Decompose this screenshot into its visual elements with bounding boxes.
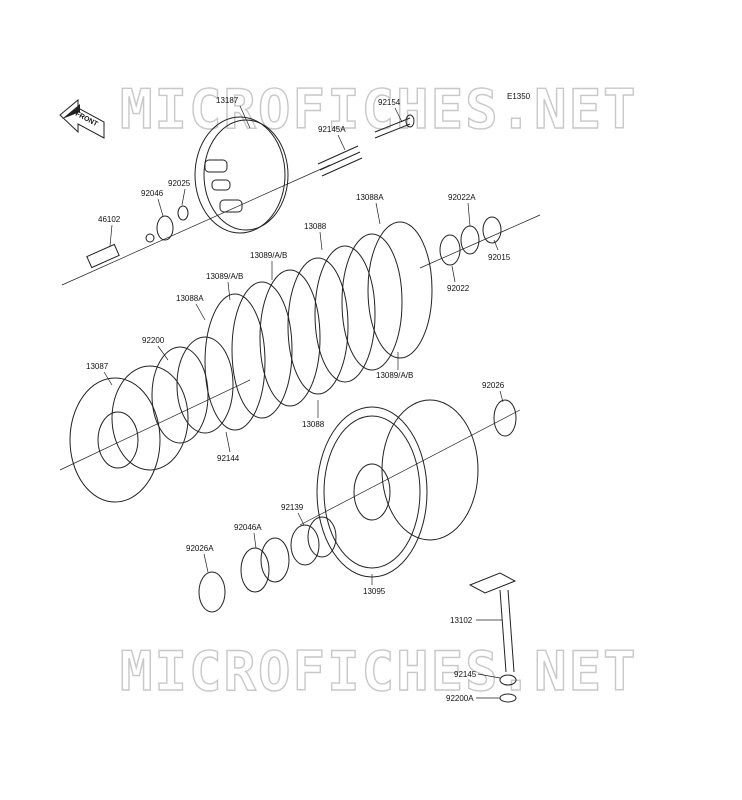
callout-92145a: 92145A [318, 125, 346, 151]
callout-13095: 13095 [363, 574, 386, 596]
callout-92026a: 92026A [186, 544, 214, 573]
callout-13187: 13187 [216, 96, 251, 129]
svg-text:92046: 92046 [141, 189, 164, 198]
wire-rings-drawing [151, 336, 234, 444]
diagram-code: E1350 [507, 92, 531, 101]
callout-92026: 92026 [482, 381, 505, 403]
callout-92139: 92139 [281, 503, 305, 526]
svg-text:46102: 46102 [98, 215, 121, 224]
callout-13089-top: 13089/A/B [250, 251, 287, 280]
svg-text:13088: 13088 [302, 420, 325, 429]
clutch-housing-drawing [299, 399, 521, 578]
svg-text:92200A: 92200A [446, 694, 474, 703]
release-shaft-drawing [468, 572, 517, 703]
svg-text:92026A: 92026A [186, 544, 214, 553]
svg-text:13095: 13095 [363, 587, 386, 596]
svg-text:92145: 92145 [454, 670, 477, 679]
svg-text:13089/A/B: 13089/A/B [376, 371, 413, 380]
callout-13089-bottom: 13089/A/B [376, 352, 413, 380]
callout-13088-bottom: 13088 [302, 400, 325, 429]
watermark-top: MICROFICHES.NET [120, 78, 638, 141]
svg-text:92022: 92022 [447, 284, 470, 293]
svg-text:13088A: 13088A [176, 294, 204, 303]
callout-92015: 92015 [488, 239, 511, 262]
svg-text:13102: 13102 [450, 616, 473, 625]
callout-92154: 92154 [378, 98, 403, 123]
callout-92025: 92025 [168, 179, 191, 206]
svg-text:92139: 92139 [281, 503, 304, 512]
washers-nut-drawing [419, 214, 541, 269]
front-arrow-icon: FRONT [59, 98, 105, 139]
callout-92046a: 92046A [234, 523, 262, 549]
svg-text:13088A: 13088A [356, 193, 384, 202]
svg-text:92026: 92026 [482, 381, 505, 390]
svg-text:92154: 92154 [378, 98, 401, 107]
callout-46102: 46102 [98, 215, 121, 247]
watermark-bottom: MICROFICHES.NET [120, 640, 638, 703]
svg-text:92144: 92144 [217, 454, 240, 463]
callout-92200: 92200 [142, 336, 169, 361]
svg-text:92145A: 92145A [318, 125, 346, 134]
sleeve-bearing-drawing [198, 516, 337, 613]
callout-13088a-left: 13088A [176, 294, 206, 321]
spring-bolt-drawing [317, 114, 415, 177]
callout-92200a: 92200A [446, 694, 500, 703]
svg-text:13087: 13087 [86, 362, 109, 371]
svg-text:13089/A/B: 13089/A/B [206, 272, 243, 281]
svg-text:92200: 92200 [142, 336, 165, 345]
washer-92026-drawing [493, 399, 517, 437]
callout-92144: 92144 [217, 431, 240, 463]
svg-text:13089/A/B: 13089/A/B [250, 251, 287, 260]
svg-text:92022A: 92022A [448, 193, 476, 202]
clutch-hub-drawing [59, 365, 251, 503]
callout-13088-top: 13088 [304, 222, 327, 251]
svg-text:13088: 13088 [304, 222, 327, 231]
callout-13087: 13087 [86, 362, 113, 386]
callout-92046: 92046 [141, 189, 164, 217]
callout-13088a-top: 13088A [356, 193, 384, 225]
push-rod-drawing [61, 164, 331, 286]
callout-13089-mid: 13089/A/B [206, 272, 243, 301]
svg-text:92025: 92025 [168, 179, 191, 188]
svg-text:92046A: 92046A [234, 523, 262, 532]
svg-text:13187: 13187 [216, 96, 239, 105]
clutch-plates-drawing [204, 221, 433, 431]
callout-92022a: 92022A [448, 193, 476, 227]
svg-text:92015: 92015 [488, 253, 511, 262]
callout-92022: 92022 [447, 265, 470, 293]
callout-92145: 92145 [454, 670, 501, 679]
callout-13102: 13102 [450, 616, 502, 625]
